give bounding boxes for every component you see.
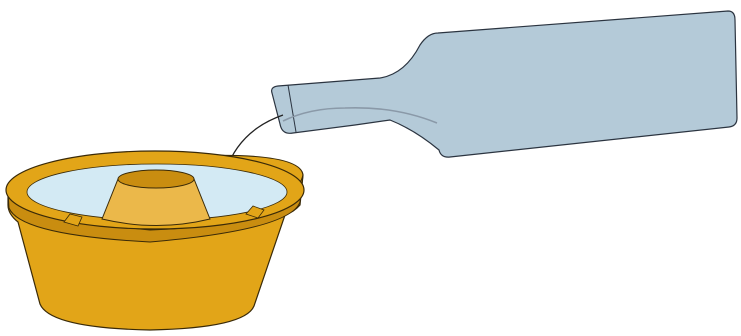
bottle-icon bbox=[272, 11, 737, 157]
center-cone-top bbox=[118, 170, 194, 188]
tray-icon bbox=[6, 151, 304, 330]
bottle-body bbox=[272, 11, 737, 157]
